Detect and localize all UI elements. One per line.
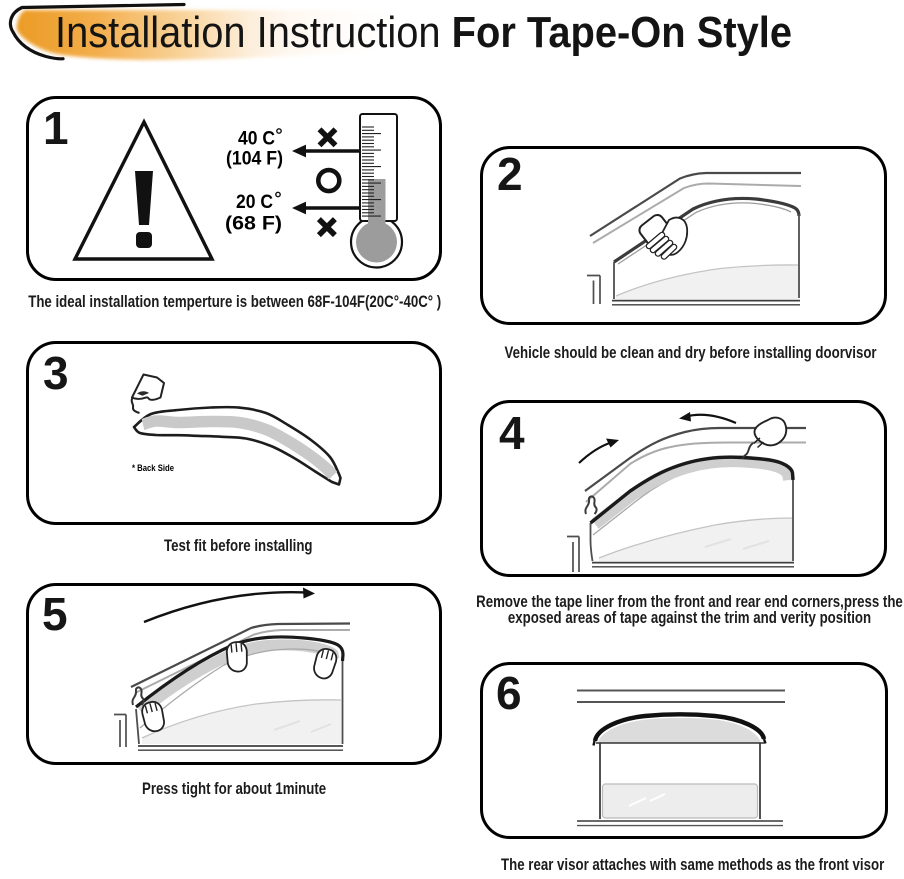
svg-text:* Back Side: * Back Side [132, 463, 174, 474]
svg-text:(104 F): (104 F) [226, 149, 283, 170]
svg-text:20 C: 20 C [236, 192, 273, 213]
svg-text:(68 F): (68 F) [225, 214, 282, 235]
svg-text:40 C: 40 C [238, 129, 275, 150]
